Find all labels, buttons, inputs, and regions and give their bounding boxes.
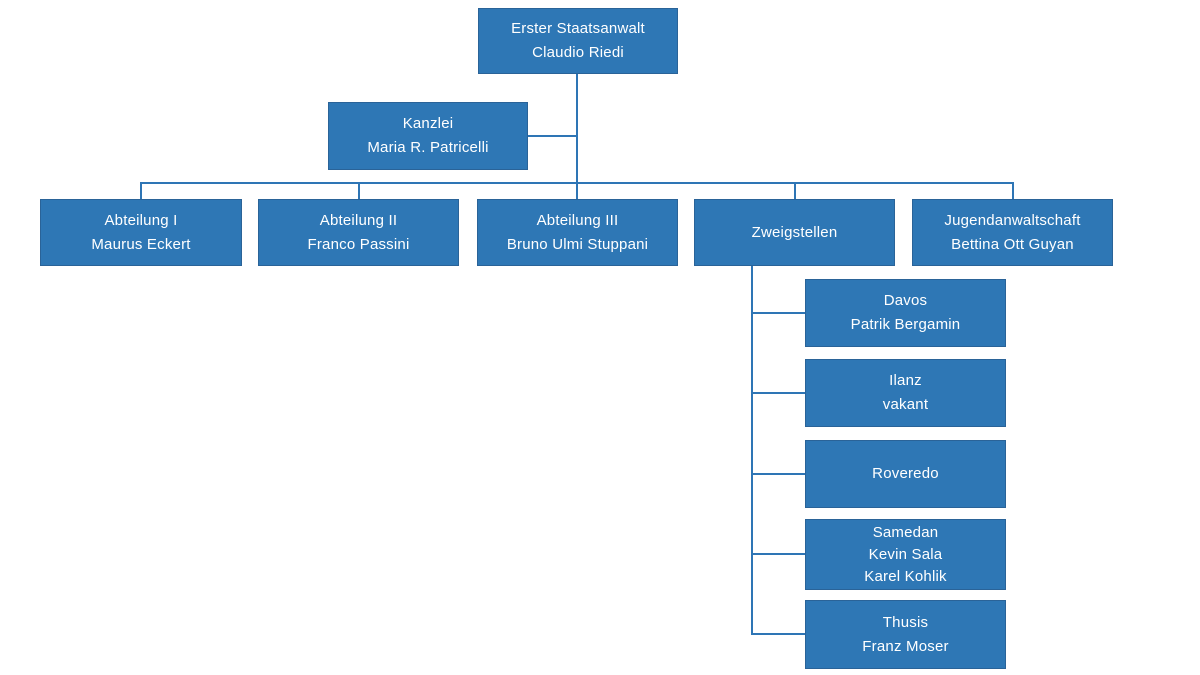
connector-dept-stub-abteilung-1 — [140, 182, 142, 199]
connector-branch-stub-davos — [751, 312, 805, 314]
connector-branch-stub-thusis — [751, 633, 805, 635]
org-box-abteilung-3[interactable]: Abteilung III Bruno Ulmi Stuppani — [477, 199, 678, 266]
connector-dept-stub-jugendanwaltschaft — [1012, 182, 1014, 199]
connector-branch-stub-roveredo — [751, 473, 805, 475]
org-box-davos[interactable]: Davos Patrik Bergamin — [805, 279, 1006, 347]
org-box-jugendanwaltschaft[interactable]: Jugendanwaltschaft Bettina Ott Guyan — [912, 199, 1113, 266]
org-box-title: Erster Staatsanwalt — [511, 20, 645, 37]
connector-branch-stub-ilanz — [751, 392, 805, 394]
org-box-person-2: Karel Kohlik — [864, 567, 947, 585]
org-box-title: Jugendanwaltschaft — [944, 211, 1081, 229]
connector-dept-stub-zweigstellen — [794, 182, 796, 199]
connector-dept-stub-abteilung-3 — [576, 182, 578, 199]
connector-root-drop — [576, 74, 578, 199]
org-box-kanzlei[interactable]: Kanzlei Maria R. Patricelli — [328, 102, 528, 170]
org-box-title: Abteilung II — [319, 211, 398, 229]
org-box-zweigstellen[interactable]: Zweigstellen — [694, 199, 895, 266]
org-box-person: Patrik Bergamin — [850, 316, 961, 333]
connector-kanzlei-stub — [528, 135, 576, 137]
org-box-title: Roveredo — [872, 465, 939, 482]
org-box-roveredo[interactable]: Roveredo — [805, 440, 1006, 508]
org-box-person: Kevin Sala — [868, 545, 943, 563]
org-box-person: Claudio Riedi — [532, 44, 624, 61]
org-box-title: Davos — [883, 292, 928, 309]
org-box-person: Bettina Ott Guyan — [951, 235, 1074, 253]
org-box-title: Abteilung III — [536, 211, 619, 229]
org-box-person: Maurus Eckert — [91, 235, 191, 253]
connector-zweigstellen-drop — [751, 266, 753, 634]
connector-dept-stub-abteilung-2 — [358, 182, 360, 199]
org-box-ilanz[interactable]: Ilanz vakant — [805, 359, 1006, 427]
org-box-person: Maria R. Patricelli — [367, 139, 489, 156]
org-box-title: Ilanz — [889, 372, 922, 389]
org-box-person: Franco Passini — [307, 235, 410, 253]
org-box-person: Franz Moser — [862, 637, 949, 655]
org-box-person: Bruno Ulmi Stuppani — [506, 235, 649, 253]
org-box-title: Kanzlei — [402, 115, 454, 132]
org-box-samedan[interactable]: Samedan Kevin Sala Karel Kohlik — [805, 519, 1006, 590]
org-box-thusis[interactable]: Thusis Franz Moser — [805, 600, 1006, 669]
org-box-title: Abteilung I — [104, 211, 178, 229]
org-box-erster-staatsanwalt[interactable]: Erster Staatsanwalt Claudio Riedi — [478, 8, 678, 74]
org-box-abteilung-2[interactable]: Abteilung II Franco Passini — [258, 199, 459, 266]
org-box-abteilung-1[interactable]: Abteilung I Maurus Eckert — [40, 199, 242, 266]
org-box-title: Zweigstellen — [751, 223, 838, 241]
org-box-title: Thusis — [882, 613, 929, 631]
connector-branch-stub-samedan — [751, 553, 805, 555]
org-box-person: vakant — [882, 396, 929, 413]
org-box-title: Samedan — [872, 523, 939, 541]
